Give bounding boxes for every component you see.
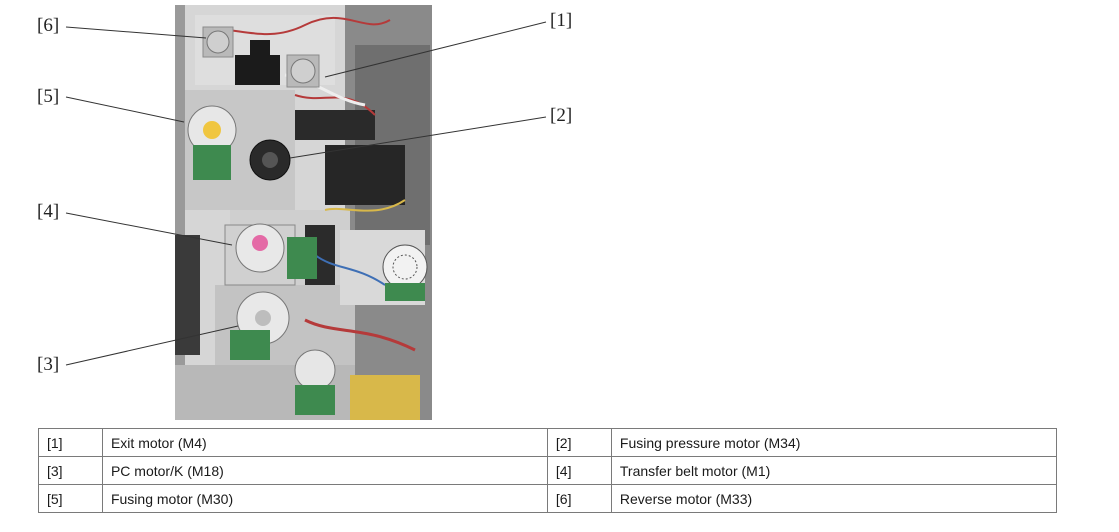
fusing-motor-m30 xyxy=(187,105,237,180)
pc-motor-k-m18 xyxy=(230,291,290,360)
item-label: Exit motor (M4) xyxy=(101,428,548,457)
motor-layout-figure: [1] [2] [3] [4] [5] [6] xyxy=(37,5,573,420)
motor-assembly-photo xyxy=(175,5,432,420)
exit-motor-m4 xyxy=(286,54,320,88)
callout-2: [2] xyxy=(550,105,573,126)
table-row: [1] Exit motor (M4) [2] Fusing pressure … xyxy=(38,428,1058,457)
item-label: PC motor/K (M18) xyxy=(101,456,548,485)
item-label: Fusing pressure motor (M34) xyxy=(610,428,1058,457)
callout-3: [3] xyxy=(37,354,60,375)
callout-4: [4] xyxy=(37,201,60,222)
fusing-pressure-motor-m34 xyxy=(249,139,291,181)
item-label: Fusing motor (M30) xyxy=(101,484,548,513)
item-number: [5] xyxy=(38,484,103,513)
fan-unit xyxy=(382,244,428,301)
item-number: [6] xyxy=(546,484,612,513)
callout-1: [1] xyxy=(550,10,573,31)
parts-legend-table: [1] Exit motor (M4) [2] Fusing pressure … xyxy=(38,428,1058,513)
table-row: [3] PC motor/K (M18) [4] Transfer belt m… xyxy=(38,456,1058,485)
lower-motor xyxy=(294,349,336,415)
item-number: [4] xyxy=(546,456,612,485)
callout-6: [6] xyxy=(37,15,60,36)
item-number: [1] xyxy=(38,428,103,457)
item-number: [2] xyxy=(546,428,612,457)
reverse-motor-m33 xyxy=(202,26,234,58)
transfer-belt-motor-m1 xyxy=(224,223,317,286)
item-label: Transfer belt motor (M1) xyxy=(610,456,1058,485)
item-label: Reverse motor (M33) xyxy=(610,484,1058,513)
callout-5: [5] xyxy=(37,86,60,107)
yellow-board xyxy=(350,375,420,420)
callout-leader-lines xyxy=(65,21,547,366)
item-number: [3] xyxy=(38,456,103,485)
table-row: [5] Fusing motor (M30) [6] Reverse motor… xyxy=(38,484,1058,513)
